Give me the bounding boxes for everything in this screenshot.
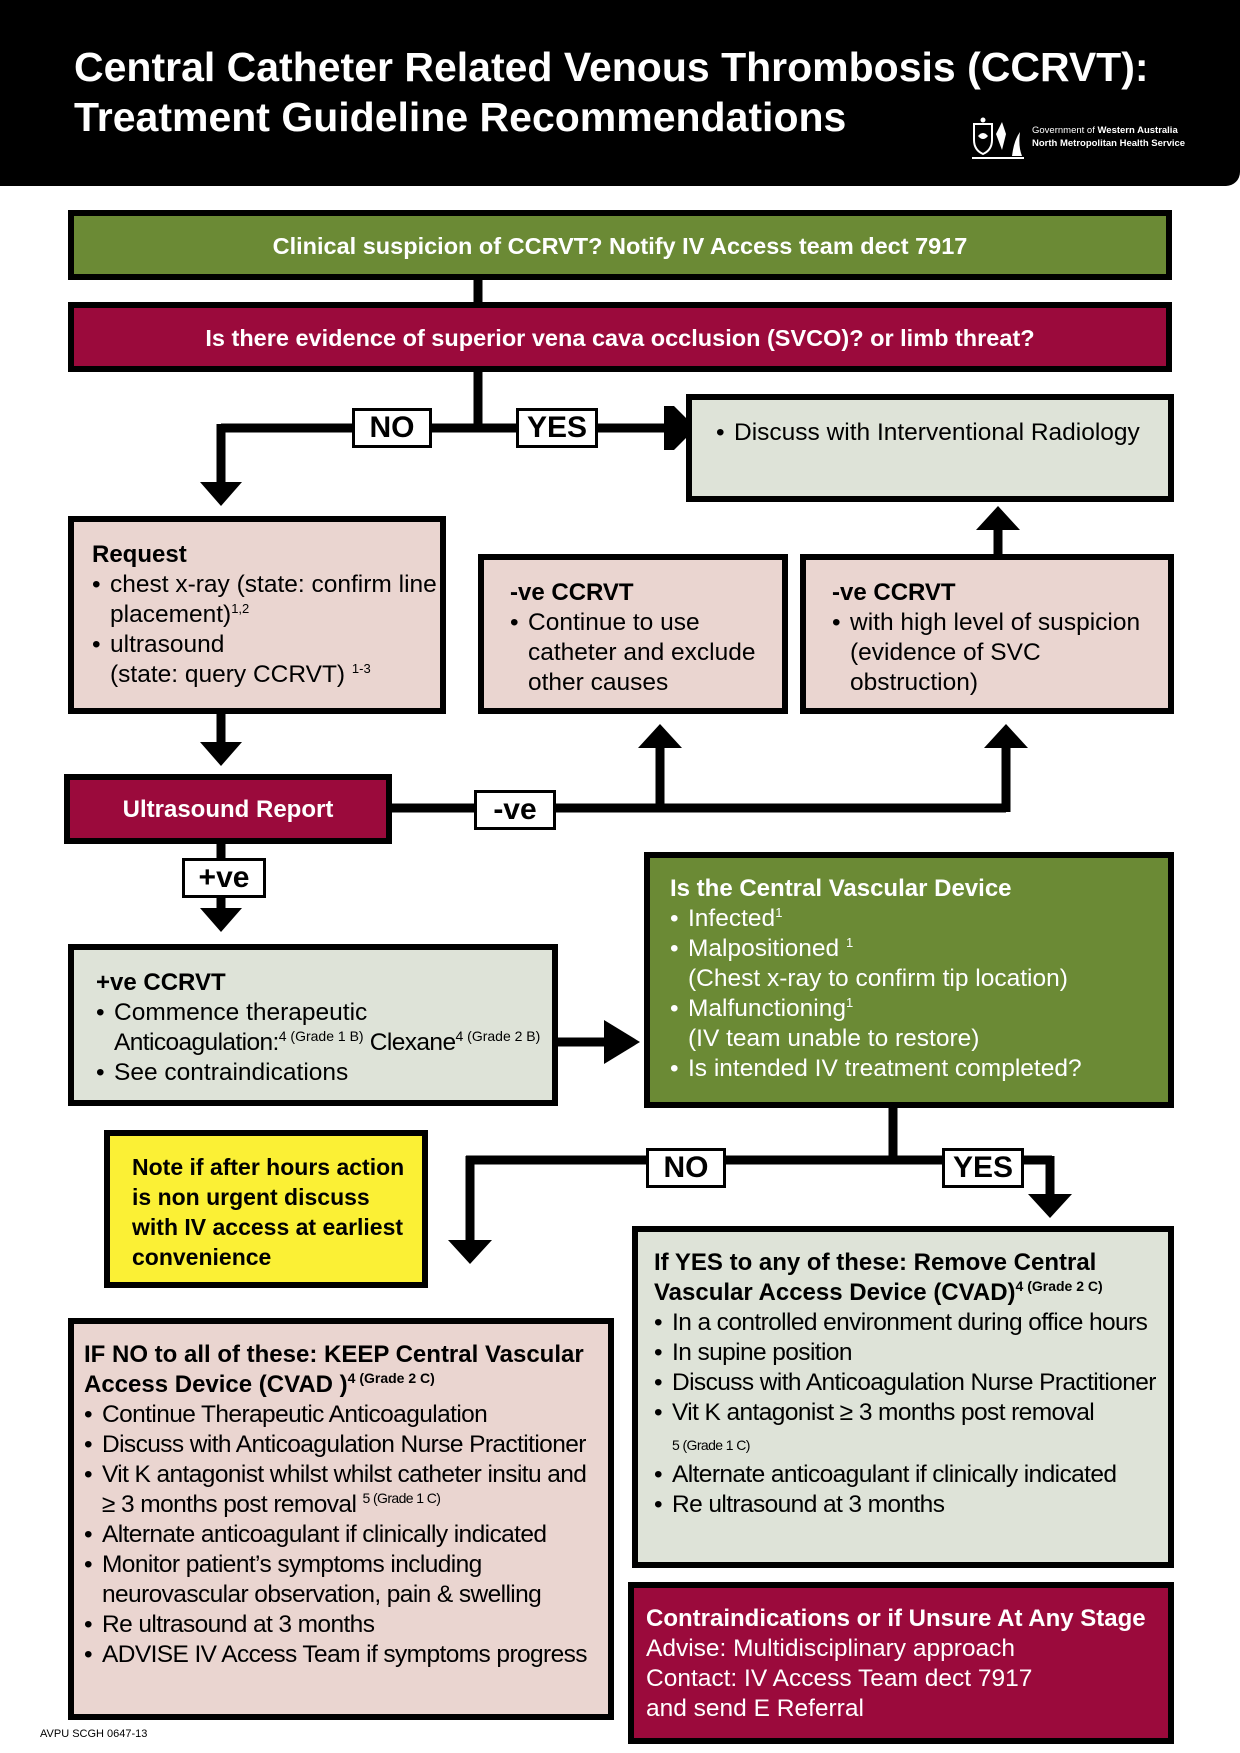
clinical-suspicion-box: Clinical suspicion of CCRVT? Notify IV A…: [68, 210, 1172, 280]
positive-ccrvt-heading: +ve CCRVT: [96, 969, 226, 996]
contraindications-line-advise: Advise: Multidisciplinary approach: [646, 1635, 1016, 1662]
label-negative-ultrasound: -ve: [474, 790, 556, 830]
remove-cvad-item-controlled: In a controlled environment during offic…: [654, 1308, 1164, 1338]
remove-cvad-item-reultrasound: Re ultrasound at 3 months: [654, 1490, 1164, 1520]
remove-cvad-heading: If YES to any of these: Remove Central V…: [654, 1249, 1103, 1306]
device-item-malfunctioning: Malfunctioning1: [670, 994, 1168, 1024]
request-heading: Request: [92, 541, 187, 568]
label-yes-device: YES: [942, 1148, 1024, 1188]
after-hours-note-box: Note if after hours action is non urgent…: [104, 1130, 428, 1288]
radiology-item: Discuss with Interventional Radiology: [716, 418, 1168, 448]
request-item-xray: chest x-ray (state: confirm line placeme…: [92, 570, 440, 630]
keep-cvad-item-reultrasound: Re ultrasound at 3 months: [84, 1610, 604, 1640]
device-item-malfunctioning-note: (IV team unable to restore): [688, 1025, 980, 1052]
request-box: Request chest x-ray (state: confirm line…: [68, 516, 446, 714]
contraindications-box: Contraindications or if Unsure At Any St…: [628, 1582, 1174, 1744]
keep-cvad-heading: IF NO to all of these: KEEP Central Vasc…: [84, 1341, 584, 1398]
contraindications-heading: Contraindications or if Unsure At Any St…: [646, 1605, 1146, 1632]
device-item-completed: Is intended IV treatment completed?: [670, 1054, 1168, 1084]
device-question-heading: Is the Central Vascular Device: [670, 875, 1012, 902]
negative-ccrvt-suspicion-box: -ve CCRVT with high level of suspicion (…: [800, 554, 1174, 714]
label-positive-ultrasound: +ve: [182, 858, 266, 898]
negative-ccrvt-box: -ve CCRVT Continue to use catheter and e…: [478, 554, 788, 714]
keep-cvad-box: IF NO to all of these: KEEP Central Vasc…: [68, 1318, 614, 1720]
keep-cvad-item-monitor: Monitor patient’s symptoms including neu…: [84, 1550, 604, 1610]
page-title-line2: Treatment Guideline Recommendations: [74, 94, 847, 140]
keep-cvad-item-alternate: Alternate anticoagulant if clinically in…: [84, 1520, 604, 1550]
contraindications-line-referral: and send E Referral: [646, 1695, 864, 1722]
label-no-svco: NO: [352, 408, 432, 448]
negative-ccrvt-suspicion-item: with high level of suspicion (evidence o…: [832, 608, 1164, 698]
header-banner: Central Catheter Related Venous Thrombos…: [0, 0, 1240, 186]
contraindications-line-contact: Contact: IV Access Team dect 7917: [646, 1665, 1033, 1692]
connector-arrowheads: [200, 406, 1072, 1264]
negative-ccrvt-suspicion-heading: -ve CCRVT: [832, 579, 956, 606]
page-title-line1: Central Catheter Related Venous Thrombos…: [74, 44, 1149, 90]
keep-cvad-item-continue: Continue Therapeutic Anticoagulation: [84, 1400, 604, 1430]
government-text: Government of Western Australia North Me…: [1032, 125, 1186, 149]
ultrasound-report-box: Ultrasound Report: [64, 774, 392, 844]
device-item-malpositioned-note: (Chest x-ray to confirm tip location): [688, 965, 1068, 992]
negative-ccrvt-heading: -ve CCRVT: [510, 579, 634, 606]
after-hours-note-text: Note if after hours action is non urgent…: [132, 1154, 405, 1270]
keep-cvad-item-vitk: Vit K antagonist whilst whilst catheter …: [84, 1460, 604, 1520]
device-item-malpositioned: Malpositioned 1: [670, 934, 1168, 964]
positive-ccrvt-item-contraindications: See contraindications: [96, 1058, 552, 1088]
radiology-box: Discuss with Interventional Radiology: [686, 394, 1174, 502]
request-item-ultrasound: ultrasound(state: query CCRVT) 1-3: [92, 630, 440, 690]
ultrasound-report-text: Ultrasound Report: [122, 796, 334, 823]
crest-icon: [972, 117, 1024, 159]
negative-ccrvt-item: Continue to use catheter and exclude oth…: [510, 608, 778, 698]
remove-cvad-item-supine: In supine position: [654, 1338, 1164, 1368]
page-title: Central Catheter Related Venous Thrombos…: [74, 42, 1174, 142]
svco-question-box: Is there evidence of superior vena cava …: [68, 302, 1172, 372]
remove-cvad-item-alternate: Alternate anticoagulant if clinically in…: [654, 1460, 1164, 1490]
remove-cvad-item-discuss: Discuss with Anticoagulation Nurse Pract…: [654, 1368, 1164, 1398]
government-logo: Government of Western Australia North Me…: [968, 116, 1218, 162]
device-question-box: Is the Central Vascular Device Infected1…: [644, 852, 1174, 1108]
remove-cvad-item-vitk: Vit K antagonist ≥ 3 months post removal…: [654, 1398, 1164, 1460]
label-yes-svco: YES: [516, 408, 598, 448]
keep-cvad-item-advise: ADVISE IV Access Team if symptoms progre…: [84, 1640, 604, 1670]
footer-code: AVPU SCGH 0647-13: [40, 1728, 148, 1740]
keep-cvad-item-discuss: Discuss with Anticoagulation Nurse Pract…: [84, 1430, 604, 1460]
positive-ccrvt-box: +ve CCRVT Commence therapeuticAnticoagul…: [68, 944, 558, 1106]
clinical-suspicion-text: Clinical suspicion of CCRVT? Notify IV A…: [272, 233, 968, 259]
remove-cvad-box: If YES to any of these: Remove Central V…: [632, 1226, 1174, 1568]
label-no-device: NO: [646, 1148, 726, 1188]
device-item-infected: Infected1: [670, 904, 1168, 934]
svco-question-text: Is there evidence of superior vena cava …: [205, 325, 1035, 351]
